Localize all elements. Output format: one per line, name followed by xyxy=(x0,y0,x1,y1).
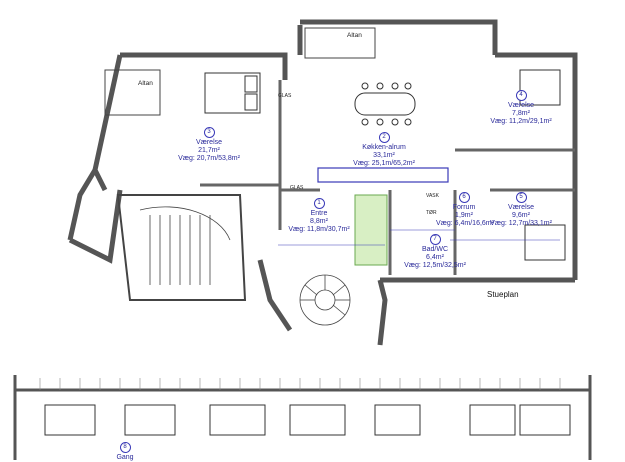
outer-walls xyxy=(67,19,578,346)
bed-room-5 xyxy=(524,224,566,261)
glas-tag-1: GLAS xyxy=(278,93,292,99)
room-label-4: 4 Værelse 7,8m² Væg: 11,2m/29,1m² xyxy=(490,90,552,126)
room-area: 8,8m² xyxy=(310,218,328,225)
room-name: Værelse xyxy=(507,102,535,109)
stair-left xyxy=(116,194,247,301)
stair-center xyxy=(299,274,351,326)
floor-label: Stueplan xyxy=(487,290,519,299)
room-label-6: 6 Forrum 1,9m² Væg: 6,4m/16,6m² xyxy=(436,192,494,228)
room-label-3: 3 Værelse 21,7m² Væg: 20,7m/53,8m² xyxy=(178,127,240,163)
dimension-lines xyxy=(278,229,560,246)
room-number: 3 xyxy=(203,127,215,138)
room-number: 5 xyxy=(515,192,527,203)
room-wall: Væg: 11,2m/29,1m² xyxy=(490,118,552,125)
room-name: Værelse xyxy=(195,139,223,146)
room-name: Bad/WC xyxy=(421,246,449,253)
bed-room-3 xyxy=(204,72,261,114)
kitchen-counter xyxy=(317,167,449,183)
room-area: 21,7m² xyxy=(198,147,220,154)
room-wall: Væg: 6,4m/16,6m² xyxy=(436,220,494,227)
lower-plan-hatch xyxy=(39,378,561,390)
balcony-label-left: Altan xyxy=(138,80,153,87)
room-number: 8 xyxy=(119,442,131,453)
room-name: Forrum xyxy=(452,204,476,211)
dining-chairs xyxy=(361,82,412,126)
room-number: 2 xyxy=(378,132,390,143)
room-area: 6,4m² xyxy=(426,254,444,261)
room-area: 33,1m² xyxy=(373,152,395,159)
interior-walls xyxy=(200,80,575,275)
room-label-5: 5 Værelse 9,6m² Væg: 12,7m/33,1m² xyxy=(490,192,552,228)
room-number: 1 xyxy=(313,198,325,209)
dryer-tag: TØR xyxy=(426,210,437,216)
dining-table xyxy=(354,92,416,116)
room-wall: Væg: 11,8m/30,7m² xyxy=(288,226,350,233)
washer-tag: VASK xyxy=(426,193,439,199)
balcony-label-top: Altan xyxy=(347,32,362,39)
lower-plan-windows xyxy=(44,404,571,436)
balcony-top xyxy=(304,27,376,59)
lower-plan-walls xyxy=(13,375,592,460)
room-name: Køkken-alrum xyxy=(362,144,406,151)
room-label-1: 1 Entre 8,8m² Væg: 11,8m/30,7m² xyxy=(288,198,350,234)
room-name: Entre xyxy=(310,210,328,217)
room-wall: Væg: 12,5m/32,5m² xyxy=(404,262,466,269)
balcony-left xyxy=(104,69,161,116)
room-number: 7 xyxy=(429,234,441,245)
room-area: 1,9m² xyxy=(455,212,473,219)
room-label-7: 7 Bad/WC 6,4m² Væg: 12,5m/32,5m² xyxy=(404,234,466,270)
room-wall: Væg: 25,1m/65,2m² xyxy=(353,160,415,167)
room-label-2: 2 Køkken-alrum 33,1m² Væg: 25,1m/65,2m² xyxy=(350,132,418,168)
room-label-8: 8 Gang xyxy=(110,442,140,462)
room-number: 6 xyxy=(458,192,470,203)
room-wall: Væg: 12,7m/33,1m² xyxy=(490,220,552,227)
glas-tag-2: GLAS xyxy=(290,185,304,191)
room-area: 7,8m² xyxy=(512,110,530,117)
room-name: Gang xyxy=(116,454,134,461)
room-name: Værelse xyxy=(507,204,535,211)
entry-hatch xyxy=(354,194,388,266)
room-number: 4 xyxy=(515,90,527,101)
room-wall: Væg: 20,7m/53,8m² xyxy=(178,155,240,162)
bed-room-4 xyxy=(519,69,561,106)
room-area: 9,6m² xyxy=(512,212,530,219)
